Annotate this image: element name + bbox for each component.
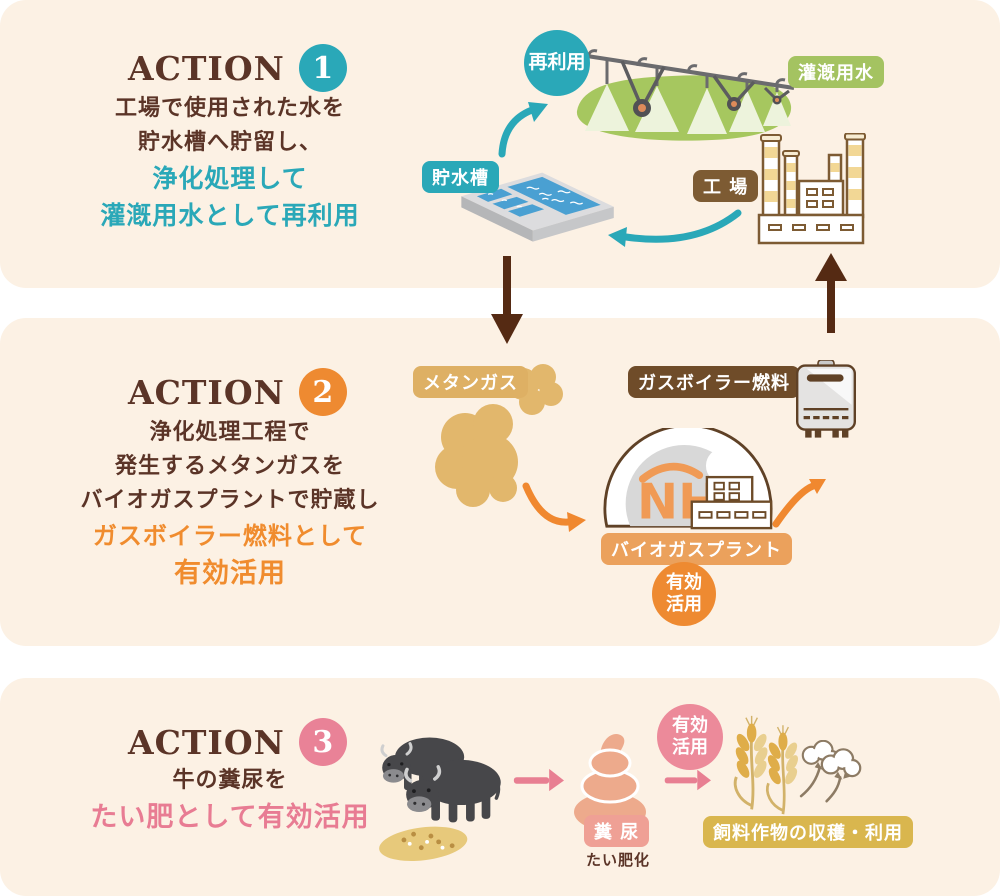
irrigation-water-label: 灌漑用水 <box>788 56 884 88</box>
desc-line: 工場で使用された水を <box>114 96 345 121</box>
arrow-plant-to-boiler-icon <box>772 479 826 528</box>
feed-crops-label: 飼料作物の収穫・利用 <box>703 816 913 848</box>
desc-line: ガスボイラー燃料として <box>92 522 368 550</box>
desc-line: 浄化処理工程で <box>149 420 311 445</box>
cows-icon <box>379 736 503 861</box>
action-3-description: 牛の糞尿を たい肥として有効活用 <box>35 770 425 843</box>
desc-line: 牛の糞尿を <box>172 768 288 793</box>
panel-action-3: ACTION 3 牛の糞尿を たい肥として有効活用 <box>0 678 1000 896</box>
arrow-panel2-to-panel1-icon <box>815 253 847 333</box>
arrow-tank-to-reuse-icon <box>498 102 548 158</box>
biogas-plant-label: バイオガスプラント <box>601 533 792 565</box>
desc-line: 浄化処理して <box>152 164 308 193</box>
arrow-cows-to-manure-icon <box>513 768 564 792</box>
wheat-icon <box>731 714 802 816</box>
cotton-icon <box>799 740 862 803</box>
panel-action-1: ACTION 1 工場で使用された水を 貯水槽へ貯留し、 浄化処理して 灌漑用水… <box>0 0 1000 288</box>
methane-gas-label: メタンガス <box>413 366 528 398</box>
effective-use-line1: 有効 <box>672 714 708 736</box>
composting-note: たい肥化 <box>586 851 651 869</box>
desc-line: 発生するメタンガスを <box>114 454 345 479</box>
desc-line: たい肥として有効活用 <box>90 802 370 833</box>
arrow-panel1-to-panel2-icon <box>491 256 523 344</box>
desc-line: 有効活用 <box>174 558 286 589</box>
action-2-word: ACTION <box>128 372 285 412</box>
methane-cloud-icon <box>435 364 563 507</box>
action-3-number-badge: 3 <box>298 718 347 766</box>
action-1-description: 工場で使用された水を 貯水槽へ貯留し、 浄化処理して 灌漑用水として再利用 <box>35 98 425 240</box>
action-3-word: ACTION <box>128 722 285 762</box>
effective-use-line2: 活用 <box>666 594 702 615</box>
action-3-header: ACTION 3 <box>128 718 347 766</box>
arrow-factory-to-tank-icon <box>608 209 742 247</box>
water-tank-label: 貯水槽 <box>422 161 499 193</box>
factory-label: 工 場 <box>693 170 759 202</box>
action-1-word: ACTION <box>128 48 285 88</box>
action-2-description: 浄化処理工程で 発生するメタンガスを バイオガスプラントで貯蔵し ガスボイラー燃… <box>35 422 425 599</box>
factory-icon <box>757 133 866 245</box>
effective-use-badge-pink: 有効 活用 <box>657 704 723 770</box>
irrigation-field-icon <box>573 49 795 141</box>
desc-line: 灌漑用水として再利用 <box>100 201 360 230</box>
action-2-number-badge: 2 <box>298 368 347 416</box>
action-1-header: ACTION 1 <box>128 44 347 92</box>
arrow-manure-to-crops-icon <box>664 769 711 791</box>
gas-boiler-fuel-label: ガスボイラー燃料 <box>628 366 800 398</box>
reuse-badge-label: 再利用 <box>528 51 586 74</box>
biogas-plant-icon: NH <box>603 428 773 530</box>
manure-label: 糞 尿 <box>584 815 650 847</box>
gas-boiler-icon <box>796 360 856 438</box>
reuse-badge: 再利用 <box>524 30 590 96</box>
effective-use-line1: 有効 <box>666 571 702 593</box>
desc-line: バイオガスプラントで貯蔵し <box>80 488 380 513</box>
panel-action-2: ACTION 2 浄化処理工程で 発生するメタンガスを バイオガスプラントで貯蔵… <box>0 318 1000 646</box>
arrow-methane-to-plant-icon <box>522 482 586 532</box>
action-2-header: ACTION 2 <box>128 368 347 416</box>
action-1-number-badge: 1 <box>298 44 347 92</box>
effective-use-badge-orange: 有効 活用 <box>652 562 716 626</box>
desc-line: 貯水槽へ貯留し、 <box>137 130 322 155</box>
water-tank-icon <box>461 172 614 242</box>
effective-use-line2: 活用 <box>672 737 708 758</box>
